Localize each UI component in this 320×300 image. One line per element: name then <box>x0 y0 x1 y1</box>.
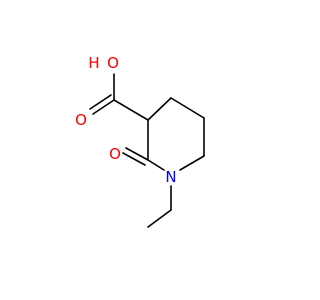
bond-c2-o-double-2 <box>122 152 146 166</box>
atom-label-hydroxyl-hydrogen: H <box>88 54 99 72</box>
bond-layer <box>89 73 205 228</box>
bond-c4-c5 <box>170 97 205 119</box>
bond-c3-c4 <box>147 97 172 121</box>
bond-c2-o-double-1 <box>125 147 149 161</box>
atom-label-hydroxyl-oxygen: O <box>107 54 119 72</box>
diagram-background <box>0 0 300 300</box>
bond-n-c2 <box>147 159 165 171</box>
bond-c3-cooh <box>113 99 149 121</box>
atom-label-ring-nitrogen: N <box>165 168 176 186</box>
bond-cooh-o-double-1 <box>92 99 115 115</box>
molecule-diagram: H O O O N <box>0 0 300 300</box>
atom-label-acid-carbonyl-oxygen: O <box>75 111 87 129</box>
atom-label-ring-carbonyl-oxygen: O <box>109 145 121 163</box>
bond-c6-n <box>179 155 205 171</box>
bond-ethyl-ch3 <box>147 209 172 228</box>
atom-label-layer: H O O O N <box>75 54 177 186</box>
bond-cooh-o-double-2 <box>89 94 112 110</box>
